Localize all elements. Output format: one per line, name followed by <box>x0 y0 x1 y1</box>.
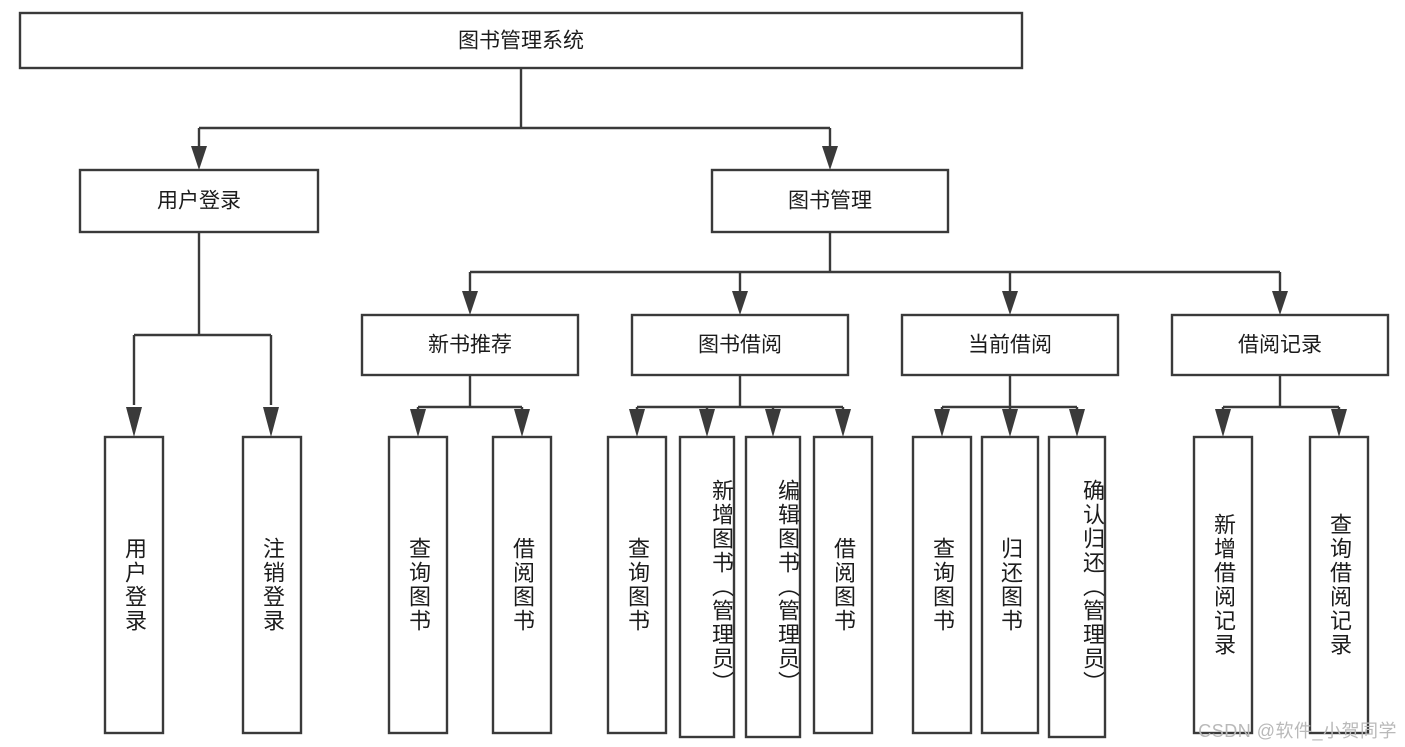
connector-book-manage-to-level3 <box>468 232 1282 300</box>
node-label-book-manage: 图书管理 <box>788 190 872 213</box>
arrow-head-borrow-record <box>1272 291 1288 315</box>
node-box-leaf-edit-book[interactable] <box>744 435 802 739</box>
arrow-head-leaf-edit-book <box>765 409 781 437</box>
node-box-leaf-query-book-2[interactable] <box>606 435 668 735</box>
arrow-head-new-book-recommend <box>462 291 478 315</box>
node-new-book-recommend[interactable]: 新书推荐 <box>360 313 580 377</box>
node-box-leaf-borrow-book-2[interactable] <box>812 435 874 735</box>
arrow-head-leaf-return-book <box>1002 409 1018 437</box>
node-box-leaf-add-record[interactable] <box>1192 435 1254 735</box>
arrow-head-leaf-logout <box>263 407 279 437</box>
arrow-head-leaf-query-book-2 <box>629 409 645 437</box>
arrow-head-book-manage <box>822 146 838 170</box>
arrow-head-book-borrow <box>732 291 748 315</box>
connector-group-new-book-recommend <box>410 375 530 437</box>
node-label-new-book-recommend: 新书推荐 <box>428 334 512 357</box>
node-box-leaf-query-book-3[interactable] <box>911 435 973 735</box>
node-current-borrow[interactable]: 当前借阅 <box>900 313 1120 377</box>
connector-user-login-to-leaves <box>132 232 273 405</box>
node-box-root[interactable] <box>18 11 1024 70</box>
arrow-head-leaf-query-book-3 <box>934 409 950 437</box>
node-box-leaf-confirm-return[interactable] <box>1047 435 1107 739</box>
node-label-root: 图书管理系统 <box>458 30 584 53</box>
connector-book-borrow-to-leaves <box>635 375 845 412</box>
node-box-new-book-recommend[interactable] <box>360 313 580 377</box>
node-box-user-login[interactable] <box>78 168 320 234</box>
connector-root-to-level2 <box>197 68 832 156</box>
arrow-head-leaf-query-book-1 <box>410 409 426 437</box>
node-box-leaf-user-login[interactable] <box>103 435 165 735</box>
connector-group-current-borrow <box>934 375 1085 437</box>
connector-group-borrow-record <box>1215 375 1347 437</box>
node-box-borrow-record[interactable] <box>1170 313 1390 377</box>
connector-group-user-login <box>126 232 279 437</box>
node-book-manage[interactable]: 图书管理 <box>710 168 950 234</box>
node-book-borrow[interactable]: 图书借阅 <box>630 313 850 377</box>
node-box-current-borrow[interactable] <box>900 313 1120 377</box>
node-box-leaf-borrow-book-1[interactable] <box>491 435 553 735</box>
node-label-current-borrow: 当前借阅 <box>968 334 1052 357</box>
node-box-book-manage[interactable] <box>710 168 950 234</box>
node-book-management-system[interactable]: 图书管理系统 <box>18 11 1024 70</box>
connector-current-borrow-to-leaves <box>940 375 1079 412</box>
node-box-book-borrow[interactable] <box>630 313 850 377</box>
connector-borrow-record-to-leaves <box>1221 375 1341 412</box>
node-borrow-record[interactable]: 借阅记录 <box>1170 313 1390 377</box>
node-label-user-login: 用户登录 <box>157 190 241 213</box>
arrow-head-leaf-user-login <box>126 407 142 437</box>
watermark-text: CSDN @软件_小贺同学 <box>1198 721 1397 741</box>
arrow-head-leaf-query-record <box>1331 409 1347 437</box>
connector-new-book-recommend-to-leaves <box>416 375 524 412</box>
node-box-leaf-return-book[interactable] <box>980 435 1040 735</box>
arrow-head-user-login <box>191 146 207 170</box>
connector-group-root <box>191 68 838 170</box>
node-box-leaf-query-record[interactable] <box>1308 435 1370 735</box>
arrow-head-leaf-add-record <box>1215 409 1231 437</box>
node-box-leaf-logout[interactable] <box>241 435 303 735</box>
arrow-head-leaf-borrow-book-1 <box>514 409 530 437</box>
connector-group-book-borrow <box>629 375 851 437</box>
arrow-head-leaf-borrow-book-2 <box>835 409 851 437</box>
node-user-login[interactable]: 用户登录 <box>78 168 320 234</box>
node-box-leaf-add-book[interactable] <box>678 435 736 739</box>
node-box-leaf-query-book-1[interactable] <box>387 435 449 735</box>
node-label-book-borrow: 图书借阅 <box>698 334 782 357</box>
arrow-head-leaf-confirm-return <box>1069 409 1085 437</box>
arrow-head-leaf-add-book <box>699 409 715 437</box>
arrow-head-current-borrow <box>1002 291 1018 315</box>
connector-group-book-manage <box>462 232 1288 315</box>
node-label-borrow-record: 借阅记录 <box>1238 334 1322 357</box>
